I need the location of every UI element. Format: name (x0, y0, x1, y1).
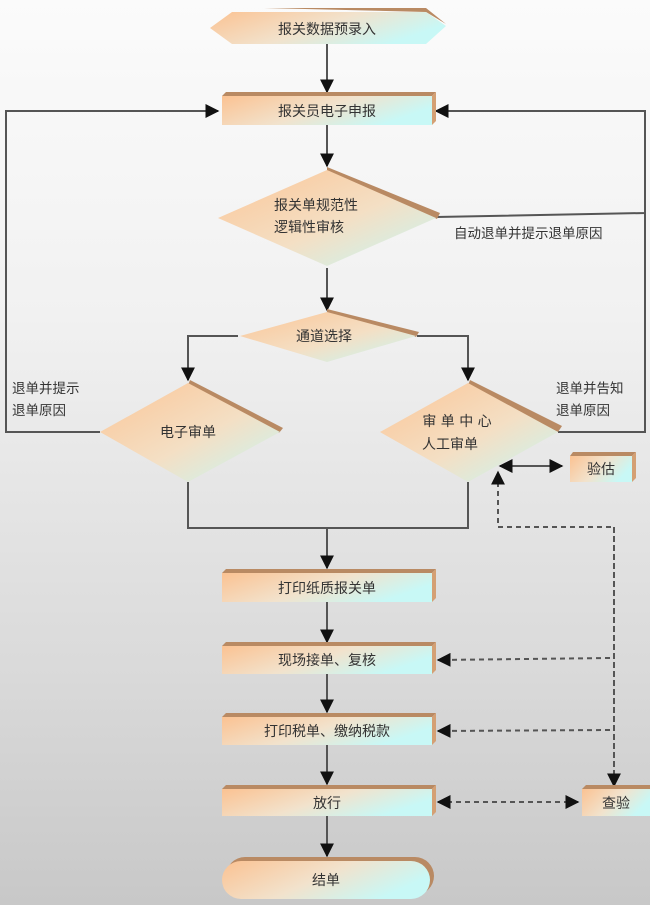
node-declare-label: 报关员电子申报 (278, 104, 376, 120)
label-right-return-line1: 退单并告知 (556, 380, 624, 397)
arrow-right-return (558, 213, 646, 433)
node-valuation: 验估 (570, 452, 636, 482)
node-manual-label-line1: 审 单 中 心 (422, 414, 491, 430)
node-onsite: 现场接单、复核 (222, 642, 436, 674)
node-onsite-label: 现场接单、复核 (278, 652, 376, 669)
node-manual-label-line2: 人工审单 (422, 437, 478, 453)
node-manual-review-diamond: 审 单 中 心 人工审单 (380, 380, 562, 482)
node-tax-label: 打印税单、缴纳税款 (264, 723, 390, 740)
arrow-inspect-to-onsite (436, 652, 611, 667)
node-channel-diamond: 通道选择 (240, 309, 419, 362)
merge-line (187, 482, 469, 529)
node-release-label: 放行 (313, 796, 341, 812)
label-left-return-line1: 退单并提示 (12, 381, 80, 397)
node-inspect-label: 查验 (602, 796, 630, 812)
node-close-label: 结单 (312, 873, 340, 889)
arrow-inspect-to-tax (436, 723, 611, 738)
arrow-channel-to-ereview (181, 335, 238, 382)
node-valuation-label: 验估 (587, 462, 615, 478)
node-e-review-diamond: 电子审单 (100, 380, 283, 482)
node-check-label-line1: 报关单规范性 (274, 197, 358, 214)
arrow-inspect-to-manual (491, 470, 615, 785)
solid-connectors (5, 44, 646, 858)
node-inspect: 查验 (582, 785, 650, 816)
label-left-return-line2: 退单原因 (12, 403, 66, 419)
node-e-review-label: 电子审单 (160, 425, 216, 441)
node-print-paper: 打印纸质报关单 (222, 569, 436, 602)
label-auto-return: 自动退单并提示退单原因 (454, 226, 603, 242)
label-right-return-line2: 退单原因 (556, 403, 610, 419)
node-close: 结单 (222, 857, 434, 899)
node-check-label-line2: 逻辑性审核 (274, 220, 344, 236)
arrow-channel-to-manual (417, 335, 475, 382)
node-channel-label: 通道选择 (296, 329, 352, 345)
node-check-diamond: 报关单规范性 逻辑性审核 (218, 167, 440, 266)
node-tax: 打印税单、缴纳税款 (222, 713, 436, 745)
node-pre-entry: 报关数据预录入 (210, 8, 446, 44)
node-print-paper-label: 打印纸质报关单 (278, 580, 376, 597)
node-pre-entry-label: 报关数据预录入 (278, 22, 376, 38)
arrow-auto-return (434, 104, 646, 218)
node-release: 放行 (222, 785, 436, 816)
arrow-left-return (5, 104, 220, 433)
dashed-connectors (436, 470, 621, 809)
node-declare: 报关员电子申报 (222, 92, 436, 125)
